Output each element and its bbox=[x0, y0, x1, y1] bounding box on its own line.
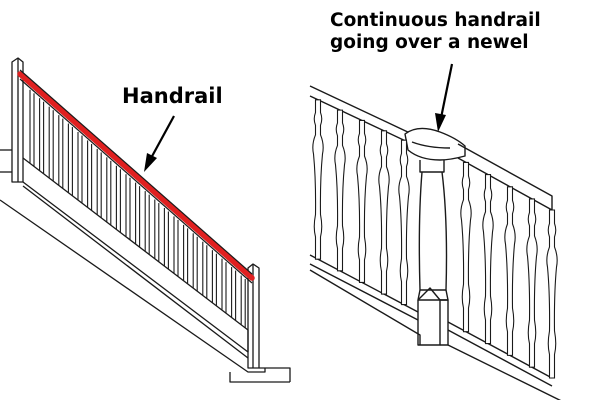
newel-cap bbox=[404, 127, 466, 161]
continuous-handrail-label: Continuous handrail going over a newel bbox=[330, 10, 541, 54]
continuous-label-line-1: Continuous handrail bbox=[330, 10, 541, 31]
newel-post bbox=[419, 160, 445, 173]
continuous-label-line-2: going over a newel bbox=[330, 31, 529, 53]
continuous-handrail-newel-drawing bbox=[309, 63, 562, 400]
staircase-balustrade-drawing bbox=[0, 57, 291, 383]
left-balusters bbox=[29, 89, 246, 328]
base-rail bbox=[309, 254, 419, 321]
handrail-label: Handrail bbox=[122, 84, 223, 108]
right-balusters bbox=[312, 99, 558, 379]
handrail-highlight bbox=[17, 71, 255, 281]
handrail-arrow bbox=[144, 115, 175, 172]
newel-arrow bbox=[435, 63, 454, 132]
